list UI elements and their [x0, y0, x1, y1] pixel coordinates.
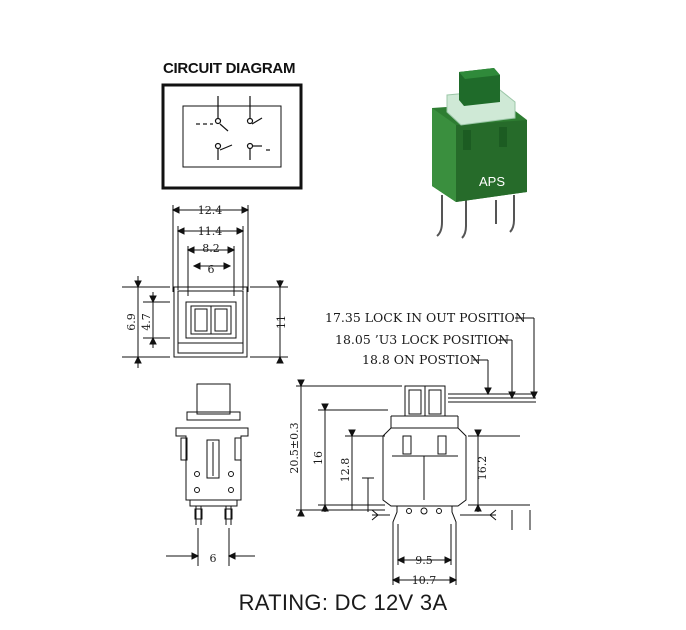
- dim-width-mid: 11.4: [198, 225, 223, 238]
- switch-product-image: [432, 68, 527, 239]
- position-on: 18.8 ON POSTION: [362, 352, 481, 367]
- dim-inner-height: 12.8: [339, 458, 352, 483]
- circuit-diagram-title: CIRCUIT DIAGRAM: [163, 60, 296, 77]
- dim-width-outer: 12.4: [198, 204, 223, 217]
- dim-height-left-b: 4.7: [140, 313, 153, 331]
- switch-brand-label: APS: [479, 174, 505, 189]
- position-lock-in-out: 17.35 LOCK IN OUT POSITION: [325, 310, 526, 325]
- dim-pin-span-inner: 9.5: [415, 554, 433, 567]
- dim-pin-pitch: 6: [210, 552, 217, 565]
- dim-body-height: 16: [312, 451, 325, 465]
- dim-overall-height: 20.5±0.3: [288, 422, 301, 473]
- front-view-drawing: [122, 205, 288, 368]
- dim-height-right: 11: [275, 315, 288, 329]
- dim-pin-span-outer: 10.7: [412, 574, 437, 587]
- circuit-diagram: [161, 83, 303, 190]
- bottom-view-drawing: [166, 383, 255, 566]
- rating-text: RATING: DC 12V 3A: [238, 590, 448, 615]
- dim-height-left-a: 6.9: [125, 313, 138, 331]
- side-view-drawing: [296, 317, 538, 585]
- position-lock: 18.05 ’U3 LOCK POSITION: [335, 332, 509, 347]
- dim-width-inner: 8.2: [202, 242, 220, 255]
- dim-right-height: 16.2: [476, 456, 489, 481]
- dim-width-window: 6: [208, 263, 215, 276]
